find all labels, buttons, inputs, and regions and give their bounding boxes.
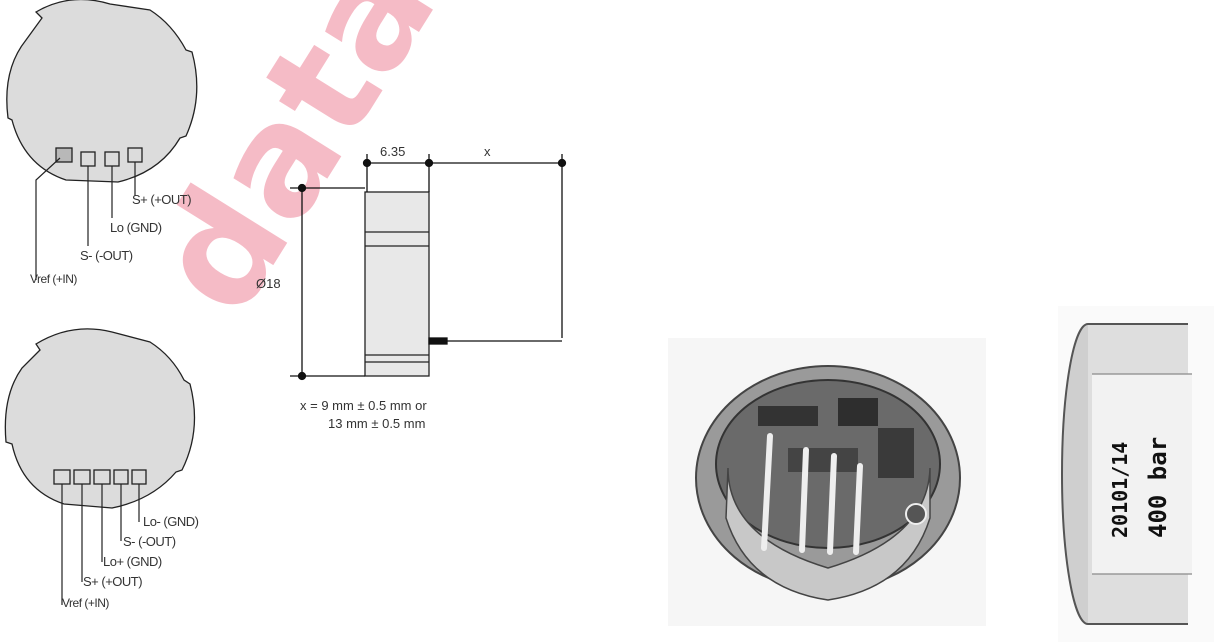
diameter-dimension-label: Ø18: [256, 276, 281, 291]
sensor-print-pressure: 400 bar: [1144, 436, 1172, 538]
bottom-pin-label-lo-plus: Lo+ (GND): [103, 554, 162, 569]
sensor-side-photo: 20101/14 400 bar: [1058, 306, 1214, 642]
width-dimension-label: 6.35: [380, 144, 406, 159]
bottom-pin-label-lo-minus: Lo- (GND): [143, 514, 199, 529]
bottom-pin-label-s-plus: S+ (+OUT): [83, 574, 143, 589]
top-pin-label-lo: Lo (GND): [110, 220, 162, 235]
sensor-print-date: 20101/14: [1108, 441, 1132, 538]
top-pin-leads: [35, 157, 136, 280]
dimension-note-line2: 13 mm ± 0.5 mm: [328, 416, 426, 431]
top-pin-label-s-plus: S+ (+OUT): [132, 192, 192, 207]
bottom-pin-label-vref: Vref (+IN): [62, 596, 109, 610]
sensor-back-photo: [668, 338, 986, 626]
bottom-sensor-disc: [4, 328, 196, 509]
dimension-lines: [290, 154, 567, 381]
top-pin-label-vref: Vref (+IN): [30, 272, 77, 286]
length-dimension-label: x: [484, 144, 491, 159]
top-sensor-disc: [6, 0, 198, 183]
sensor-side-profile: [364, 191, 430, 377]
bottom-pin-leads: [61, 484, 140, 605]
bottom-pin-label-s-minus: S- (-OUT): [123, 534, 176, 549]
dimension-note-line1: x = 9 mm ± 0.5 mm or: [300, 398, 427, 413]
top-pin-label-s-minus: S- (-OUT): [80, 248, 133, 263]
